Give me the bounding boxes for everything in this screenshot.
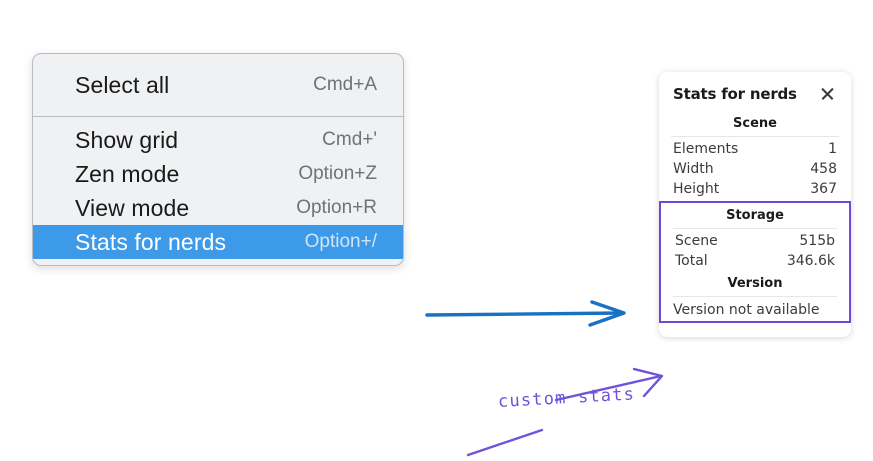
panel-title: Stats for nerds <box>673 85 797 103</box>
section-title-version: Version <box>727 276 783 291</box>
menu-item-label: Zen mode <box>75 160 180 187</box>
menu-item-label: Select all <box>75 71 170 98</box>
stats-body: Scene Elements 1 Width 458 Height 367 <box>659 111 851 323</box>
stat-value: 515b <box>799 233 835 249</box>
version-note: Version not available <box>673 302 820 318</box>
menu-item-shortcut: Option+Z <box>298 163 377 184</box>
stats-for-nerds-panel: Stats for nerds Scene Elements 1 Width 4… <box>659 72 851 337</box>
stat-value: 346.6k <box>786 253 835 269</box>
section-rule <box>673 228 837 229</box>
stat-row: Total 346.6k <box>661 251 849 271</box>
menu-section-2: Show grid Cmd+' Zen mode Option+Z View m… <box>33 117 403 265</box>
stat-value: 367 <box>810 181 837 197</box>
section-rule <box>671 136 839 137</box>
stats-section-scene: Scene Elements 1 Width 458 Height 367 <box>659 111 851 199</box>
menu-section-1: Select all Cmd+A <box>33 54 403 116</box>
menu-item-shortcut: Cmd+A <box>313 74 377 95</box>
stat-row: Height 367 <box>659 179 851 199</box>
custom-stats-highlight-box: Storage Scene 515b Total 346.6k Version … <box>659 201 851 323</box>
context-menu[interactable]: Select all Cmd+A Show grid Cmd+' Zen mod… <box>32 53 404 266</box>
stat-key: Elements <box>673 141 739 157</box>
stat-key: Width <box>673 161 714 177</box>
panel-header: Stats for nerds <box>659 84 851 103</box>
blue-arrow <box>425 300 626 327</box>
menu-item-shortcut: Cmd+' <box>322 129 377 150</box>
menu-item-label: Show grid <box>75 126 179 153</box>
close-icon[interactable] <box>819 85 837 103</box>
menu-item-view-mode[interactable]: View mode Option+R <box>33 191 403 225</box>
menu-item-select-all[interactable]: Select all Cmd+A <box>33 68 403 102</box>
stat-row: Scene 515b <box>661 231 849 251</box>
stat-value: 1 <box>828 141 837 157</box>
section-title-scene: Scene <box>733 116 777 131</box>
section-rule <box>673 296 837 297</box>
stat-row: Width 458 <box>659 159 851 179</box>
menu-item-zen-mode[interactable]: Zen mode Option+Z <box>33 157 403 191</box>
menu-item-show-grid[interactable]: Show grid Cmd+' <box>33 123 403 157</box>
stat-key: Total <box>675 253 708 269</box>
section-title-storage: Storage <box>726 208 784 223</box>
menu-divider <box>33 116 403 117</box>
menu-item-shortcut: Option+R <box>296 197 377 218</box>
stat-key: Scene <box>675 233 718 249</box>
stats-section-version: Version Version not available <box>661 271 849 318</box>
menu-item-stats-for-nerds[interactable]: Stats for nerds Option+/ <box>33 225 403 259</box>
menu-item-label: Stats for nerds <box>75 228 227 255</box>
stat-value: 458 <box>810 161 837 177</box>
menu-item-shortcut: Option+/ <box>304 231 377 252</box>
annotation-custom-stats-label: custom stats <box>497 384 636 412</box>
purple-underline-stroke <box>466 428 544 457</box>
stats-section-storage: Storage Scene 515b Total 346.6k <box>661 203 849 271</box>
menu-item-label: View mode <box>75 194 190 221</box>
stat-row: Elements 1 <box>659 139 851 159</box>
stat-key: Height <box>673 181 720 197</box>
